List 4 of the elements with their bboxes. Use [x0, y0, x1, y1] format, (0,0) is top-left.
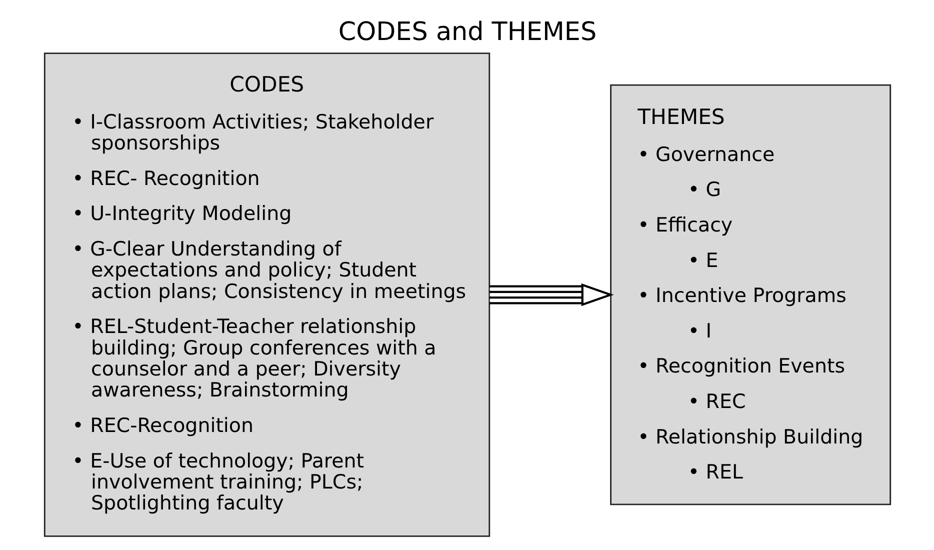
node-box: CODES • I-Classroom Activities; Stakeholder sponsorships • REC- Recognition • U-Integrity Modeling • G-Clear Understanding of expectations and policy; Student action plans; Consistency in meetings • REL-Student-Teacher relationship building; Group conferences with a counselor and a peer; Diversity awareness; Brainstorming • REC-Recognition • E-Use of technology; Parent involvement training; PLCs; Spotlighting faculty	[43, 52, 490, 537]
arrow	[489, 283, 614, 306]
diagram-title: CODES and THEMES	[338, 16, 596, 46]
node-box: THEMES • Governance • G • Efficacy • E • Incentive Programs • I • Recognition Events • REC • Relationship Building • REL	[610, 84, 891, 506]
